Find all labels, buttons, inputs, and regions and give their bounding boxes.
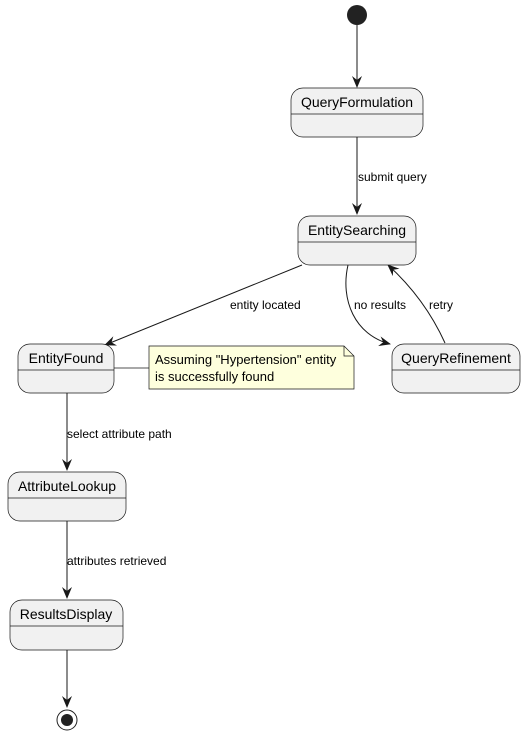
state-query-formulation: QueryFormulation bbox=[290, 87, 424, 138]
note-box bbox=[148, 345, 355, 390]
state-attribute-lookup: AttributeLookup bbox=[7, 471, 127, 522]
start-node bbox=[347, 5, 367, 25]
note-corner bbox=[343, 346, 354, 357]
state-entity-searching: EntitySearching bbox=[297, 215, 417, 266]
edges bbox=[62, 25, 446, 708]
state-name-query-refinement: QueryRefinement bbox=[401, 350, 511, 366]
label-retry: retry bbox=[429, 298, 453, 312]
edge-no-results bbox=[345, 264, 391, 347]
end-node bbox=[56, 709, 78, 731]
state-results-display: ResultsDisplay bbox=[9, 599, 124, 651]
state-name-query-formulation: QueryFormulation bbox=[301, 94, 413, 110]
state-name-entity-searching: EntitySearching bbox=[308, 222, 406, 238]
label-entity-located: entity located bbox=[230, 298, 301, 312]
state-entity-found: EntityFound bbox=[17, 343, 115, 394]
note-line-2: is successfully found bbox=[155, 369, 274, 384]
label-attributes-retrieved: attributes retrieved bbox=[67, 554, 166, 568]
label-submit-query: submit query bbox=[358, 170, 427, 184]
state-name-entity-found: EntityFound bbox=[29, 350, 104, 366]
note-line-1: Assuming "Hypertension" entity bbox=[155, 352, 337, 367]
edge-retry bbox=[387, 264, 446, 344]
edge-entity-located bbox=[104, 264, 303, 346]
state-name-attribute-lookup: AttributeLookup bbox=[18, 478, 116, 494]
state-query-refinement: QueryRefinement bbox=[391, 343, 521, 394]
label-no-results: no results bbox=[354, 298, 406, 312]
note: Assuming "Hypertension" entity is succes… bbox=[114, 345, 355, 390]
state-name-results-display: ResultsDisplay bbox=[20, 606, 113, 622]
label-select-attribute-path: select attribute path bbox=[67, 427, 172, 441]
